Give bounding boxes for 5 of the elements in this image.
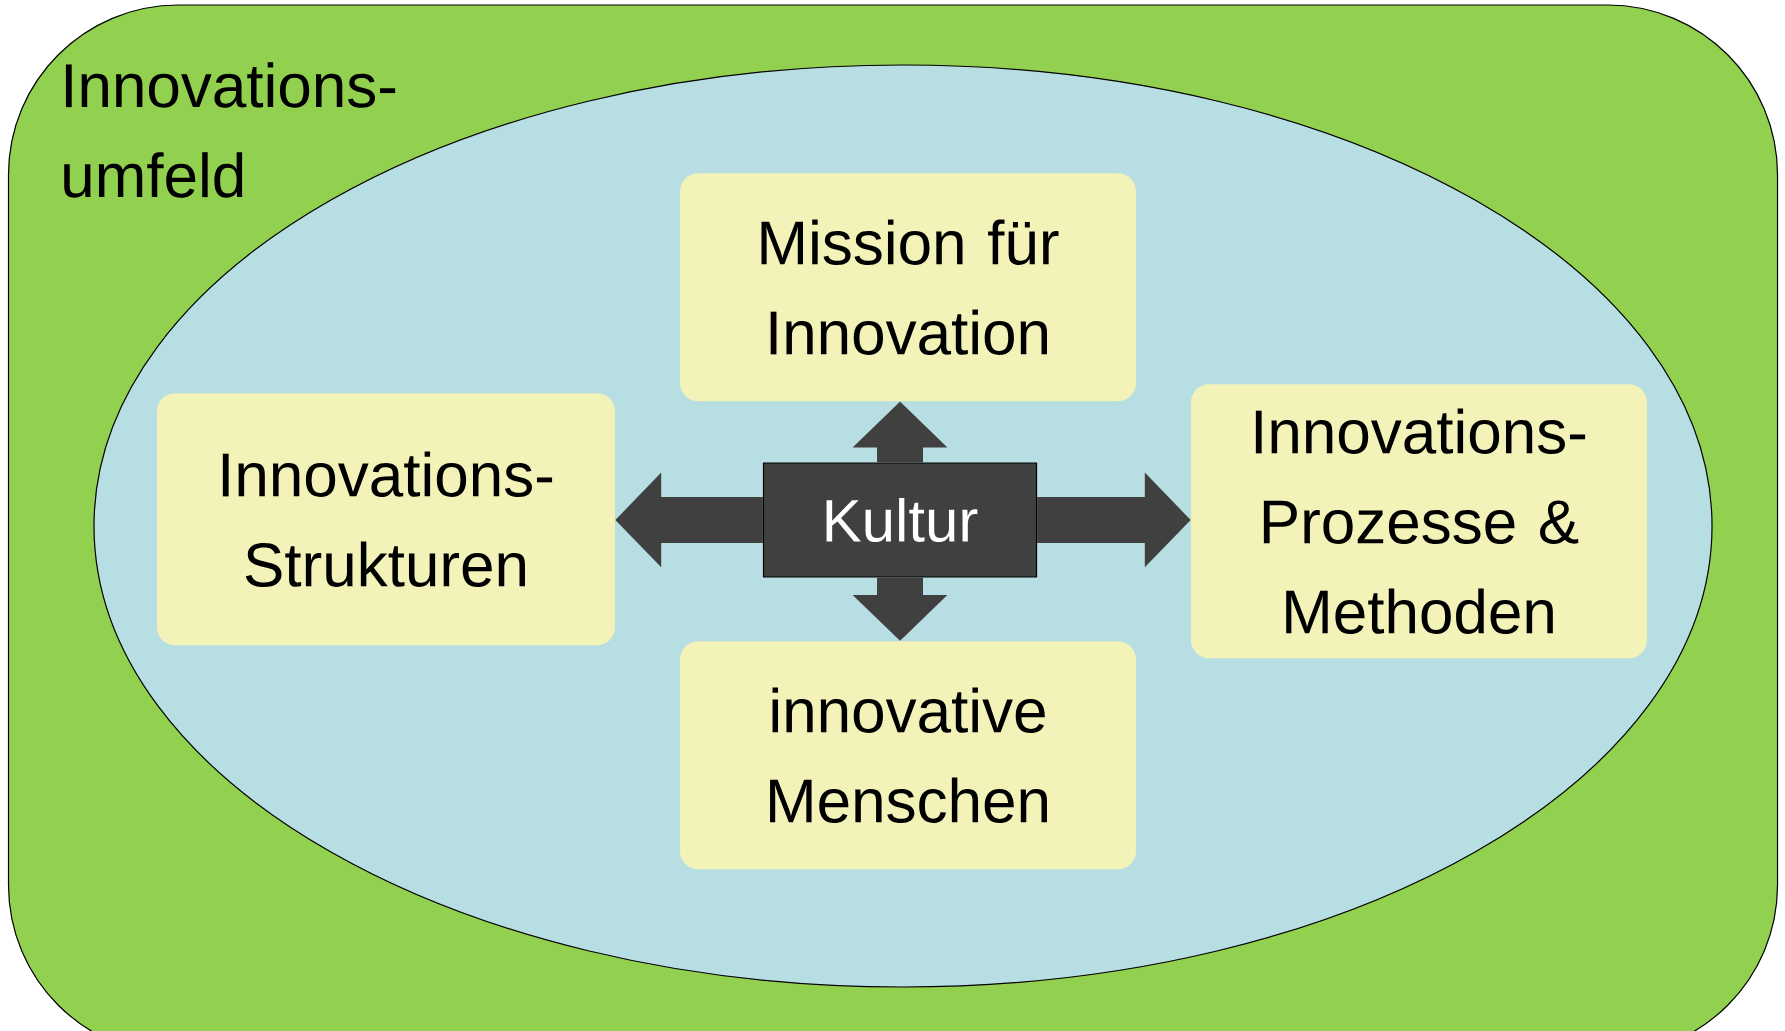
text-box: Mission für Innovation	[680, 173, 1136, 402]
text-box: Innovations- Strukturen	[157, 393, 615, 646]
text-box: innovative Menschen	[680, 641, 1136, 870]
culture-box: Kultur	[762, 462, 1038, 578]
text-box: Innovations- Prozesse & Methoden	[1191, 384, 1647, 659]
